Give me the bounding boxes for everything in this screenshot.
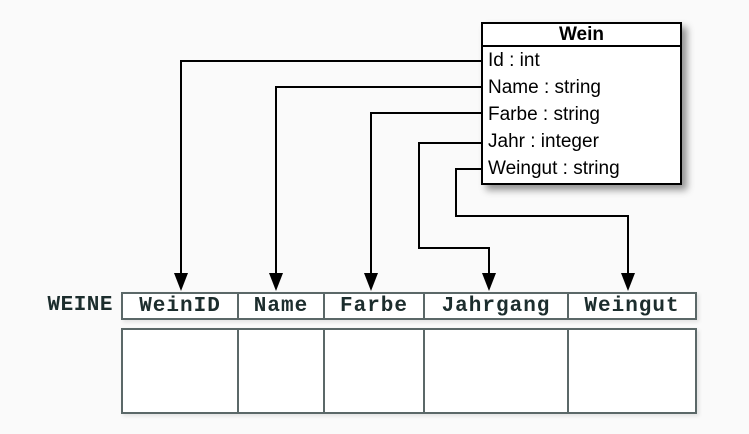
- column-header-weingut: Weingut: [567, 294, 695, 318]
- table-label: WEINE: [47, 294, 113, 317]
- connector-name-to-name: [269, 86, 481, 291]
- class-title: Wein: [483, 24, 680, 47]
- arrowhead-icon: [364, 273, 378, 291]
- class-attribute-4: Weingut : string: [488, 158, 620, 180]
- arrowhead-icon: [174, 273, 188, 291]
- empty-cell-3: [423, 330, 567, 412]
- connector-line: [275, 86, 481, 274]
- connector-line: [180, 60, 481, 274]
- empty-cell-2: [323, 330, 423, 412]
- column-header-name: Name: [237, 294, 323, 318]
- class-attribute-3: Jahr : integer: [488, 131, 599, 153]
- connector-line: [455, 168, 629, 274]
- connector-jahr-to-jahrgang: [418, 142, 496, 291]
- connector-id-to-weinid: [174, 60, 481, 291]
- class-attribute-1: Name : string: [488, 76, 601, 98]
- column-header-jahrgang: Jahrgang: [423, 294, 567, 318]
- class-attribute-0: Id : int: [488, 49, 540, 71]
- connector-line: [370, 112, 481, 274]
- table-empty-row: [121, 328, 697, 414]
- empty-cell-4: [567, 330, 695, 412]
- arrowhead-icon: [621, 273, 635, 291]
- column-header-weinid: WeinID: [139, 294, 221, 318]
- empty-cell-1: [237, 330, 323, 412]
- empty-cell-0: [123, 330, 237, 412]
- connector-weingut-to-weingut: [455, 168, 635, 291]
- connector-farbe-to-farbe: [364, 112, 481, 291]
- arrowhead-icon: [269, 273, 283, 291]
- column-header-farbe: Farbe: [323, 294, 423, 318]
- class-attribute-2: Farbe : string: [488, 104, 600, 125]
- arrowhead-icon: [482, 273, 496, 291]
- connector-line: [418, 142, 490, 274]
